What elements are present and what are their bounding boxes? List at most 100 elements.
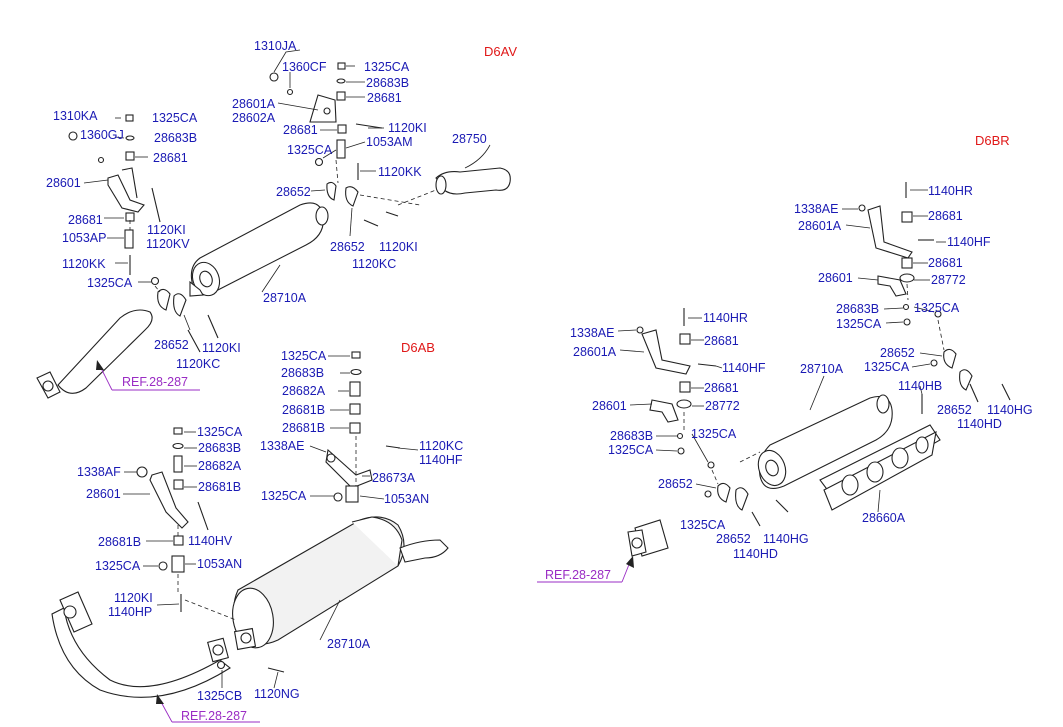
label-28683b: 28683B [610, 429, 653, 443]
clamp-28652-a [326, 181, 337, 201]
front-pipe-ref-a [36, 309, 153, 399]
label-1325ca: 1325CA [87, 276, 133, 290]
label-28652: 28652 [880, 346, 915, 360]
nut-1325ca-g [173, 427, 183, 435]
bolt-1140hd-a [1001, 383, 1011, 401]
bolt-1120kc-c [385, 445, 401, 449]
spacer-28682a-b [173, 455, 183, 473]
muffler-28710a-right [757, 394, 893, 489]
clamp-28652-d [943, 348, 957, 369]
label-28681: 28681 [153, 151, 188, 165]
reference-link-c[interactable]: REF.28-287 [545, 568, 611, 582]
heat-shield-28660a [819, 424, 941, 511]
label-1338ae: 1338AE [260, 439, 304, 453]
bolt-1120ki-b [385, 211, 399, 217]
reference-link-b[interactable]: REF.28-287 [181, 709, 247, 723]
label-1310ka: 1310KA [53, 109, 98, 123]
label-1140hf: 1140HF [947, 235, 991, 249]
grommet-1338ae-b [858, 204, 866, 212]
bush-28681b-d [173, 535, 184, 546]
bush-28681-a [336, 91, 346, 101]
reference-link-a[interactable]: REF.28-287 [122, 375, 188, 389]
bush-28681-g [679, 333, 691, 345]
label-1120ki: 1120KI [379, 240, 418, 254]
label-28652: 28652 [276, 185, 311, 199]
nut-1310ja [269, 72, 279, 82]
label-28682a: 28682A [282, 384, 326, 398]
label-28681b: 28681B [98, 535, 141, 549]
label-28681b: 28681B [198, 480, 241, 494]
clamp-28652-e [959, 369, 973, 391]
bolt-1140hg-a [969, 383, 979, 403]
label-28681: 28681 [704, 334, 739, 348]
bracket-28673a [325, 448, 373, 489]
label-1325ca: 1325CA [608, 443, 654, 457]
label-28683b: 28683B [836, 302, 879, 316]
bush-28681-e [901, 211, 913, 223]
group-d6ab-parts [51, 351, 449, 723]
label-1140hd: 1140HD [733, 547, 778, 561]
nut-1325ca-i [934, 310, 942, 318]
label-1325ca: 1325CA [691, 427, 737, 441]
bush-28681-b [337, 124, 347, 134]
nut-1325ca-k [930, 359, 938, 367]
label-1325ca: 1325CA [680, 518, 726, 532]
label-1140hf: 1140HF [722, 361, 766, 375]
label-1325ca: 1325CA [287, 143, 333, 157]
label-1053an: 1053AN [197, 557, 242, 571]
clamp-28652-c [157, 288, 171, 311]
label-1325ca: 1325CA [836, 317, 882, 331]
label-28683b: 28683B [281, 366, 324, 380]
label-28652: 28652 [716, 532, 751, 546]
hanger-28601-lower-right [649, 399, 679, 423]
nut-1325ca-e [351, 351, 361, 359]
label-1140hg: 1140HG [763, 532, 809, 546]
clamp-28652-f [717, 482, 731, 503]
bracket-28601a-lower-right [641, 329, 691, 375]
bolt-1140hg-b [775, 499, 789, 513]
label-1053ap: 1053AP [62, 231, 106, 245]
bracket-28601a-top [309, 94, 337, 123]
nut-1325ca-n [704, 490, 712, 498]
spacer-1053ap [124, 229, 134, 249]
bracket-1053an-b [171, 555, 185, 573]
label-1325ca: 1325CA [95, 559, 141, 573]
label-28601a: 28601A [573, 345, 617, 359]
label-1140hg: 1140HG [987, 403, 1033, 417]
nut-1360gj [97, 156, 105, 164]
label-28750: 28750 [452, 132, 487, 146]
group-d6br-parts [537, 182, 1011, 583]
label-1338ae: 1338AE [794, 202, 838, 216]
section-label-d6av: D6AV [484, 44, 517, 59]
bush-28681b-b [349, 422, 361, 434]
clamp-28652-b [345, 186, 359, 207]
label-28683b: 28683B [198, 441, 241, 455]
label-1140hv: 1140HV [188, 534, 233, 548]
label-1120kc: 1120KC [352, 257, 396, 271]
nut-1325ca-d [150, 276, 160, 286]
label-28660a: 28660A [862, 511, 906, 525]
label-1325ca: 1325CA [261, 489, 307, 503]
label-28652: 28652 [154, 338, 189, 352]
label-28683b: 28683B [154, 131, 197, 145]
label-28681: 28681 [283, 123, 318, 137]
label-1120kv: 1120KV [146, 237, 190, 251]
label-28652: 28652 [658, 477, 693, 491]
clamp-28652-g [735, 487, 749, 511]
label-28681: 28681 [367, 91, 402, 105]
clamp-28652-d [173, 293, 187, 317]
section-label-d6br: D6BR [975, 133, 1010, 148]
washer-28772-b [676, 399, 692, 409]
pipe-28750 [435, 167, 511, 195]
label-1120ki: 1120KI [202, 341, 241, 355]
muffler-28710a [189, 202, 329, 297]
label-1140hr: 1140HR [703, 311, 748, 325]
bolt-1120ki-c [151, 187, 161, 223]
label-28673a: 28673A [372, 471, 416, 485]
label-28601: 28601 [818, 271, 853, 285]
bolt-1120kc-b [187, 329, 201, 353]
bush-28681-f [901, 257, 913, 269]
label-1120ki: 1120KI [388, 121, 427, 135]
bracket-28601a-upper-right [867, 205, 913, 259]
